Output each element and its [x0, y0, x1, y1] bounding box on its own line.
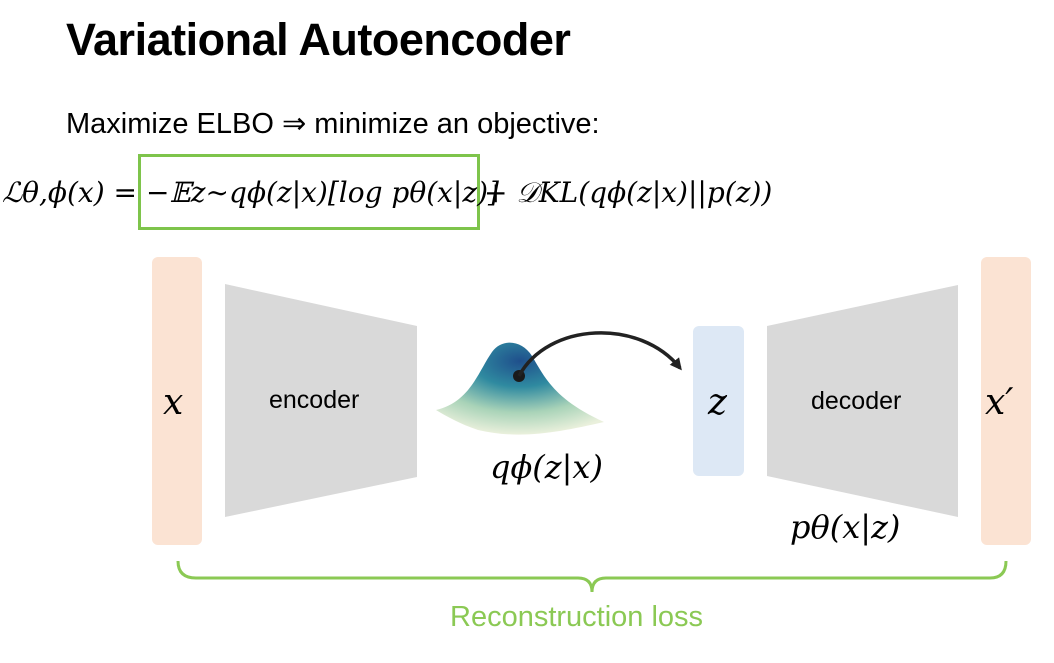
reconstruction-loss-label: Reconstruction loss — [450, 601, 704, 633]
encoder-block — [225, 284, 417, 517]
objective-formula: ℒθ,ϕ(x) = −𝔼z∼qϕ(z|x)[log pθ(x|z)] + 𝒟KL… — [0, 154, 800, 230]
slide-title: Variational Autoencoder — [66, 14, 571, 65]
input-block — [152, 257, 202, 545]
slide-subtitle: Maximize ELBO ⇒ minimize an objective: — [66, 108, 600, 140]
latent-block — [693, 326, 744, 476]
output-x-prime-label: x′ — [985, 382, 1014, 423]
input-x-label: x — [163, 382, 184, 423]
decoder-label: decoder — [811, 387, 902, 415]
encoder-label: encoder — [269, 386, 360, 414]
reconstruction-brace — [176, 560, 1008, 593]
reconstruction-term-highlight — [138, 154, 480, 230]
posterior-distribution-icon — [436, 342, 604, 435]
output-block — [981, 257, 1031, 545]
sampling-arrow — [517, 331, 682, 377]
likelihood-label: pθ(x|z) — [790, 508, 901, 546]
decoder-block — [767, 285, 958, 517]
latent-z-label: z — [708, 382, 727, 423]
posterior-label: qϕ(z|x) — [490, 448, 603, 486]
formula-kl-term: + 𝒟KL(qϕ(z|x)||p(z)) — [484, 176, 773, 209]
formula-reconstruction-term: −𝔼z∼qϕ(z|x)[log pθ(x|z)] — [146, 176, 499, 209]
formula-lhs: ℒθ,ϕ(x) = — [2, 176, 138, 209]
